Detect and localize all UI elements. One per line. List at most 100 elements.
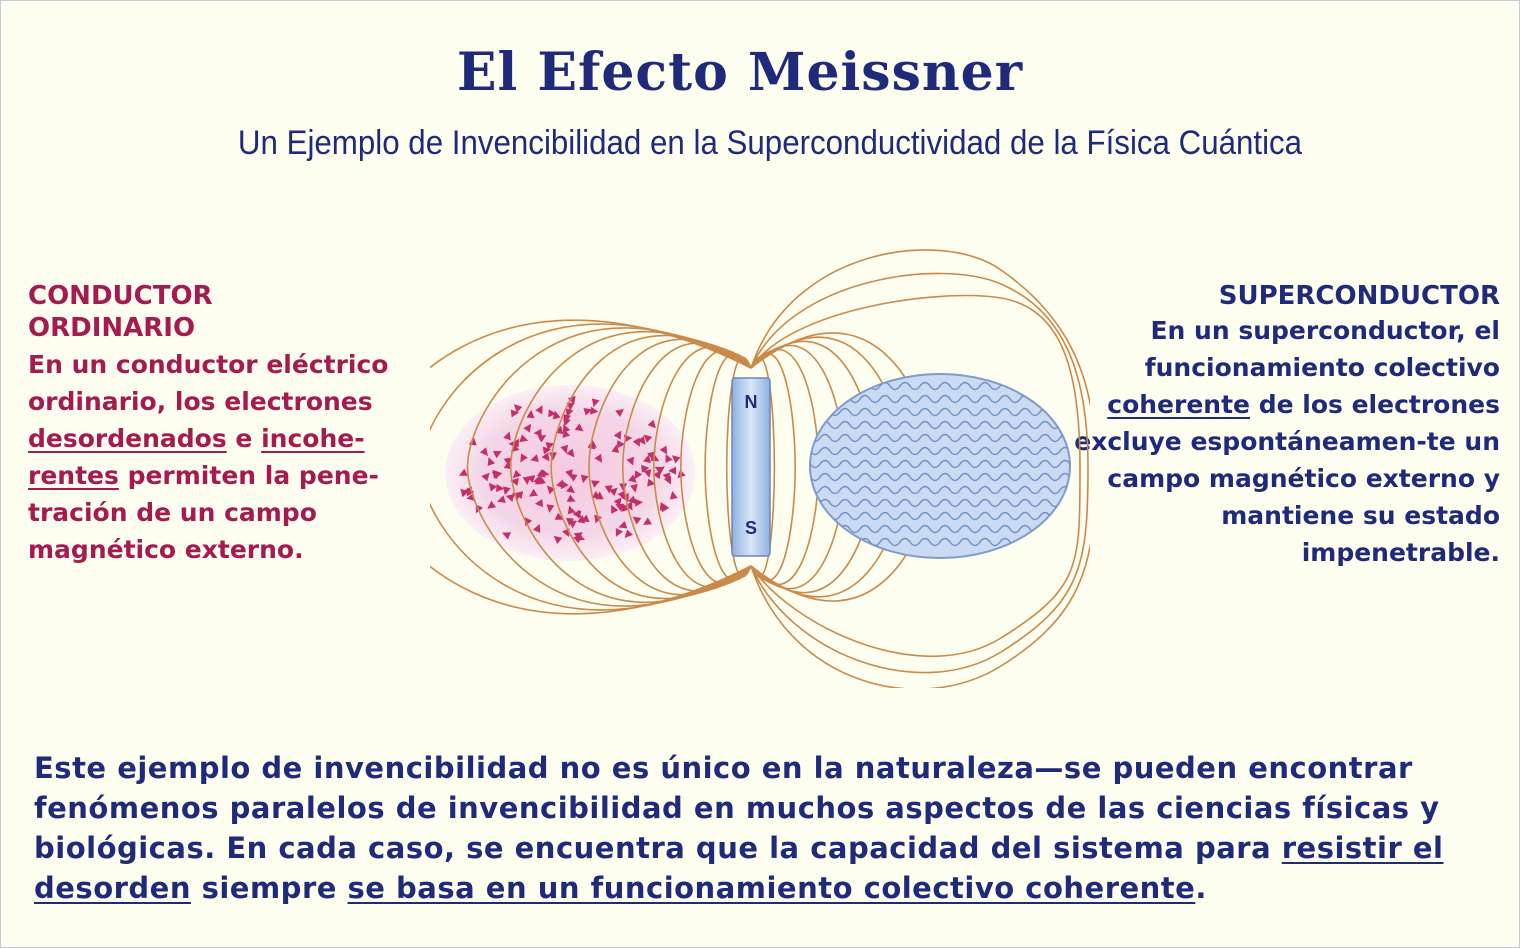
electron-mark [613,497,622,507]
electron-mark [548,452,557,461]
electron-mark [563,414,571,423]
electron-mark [523,423,532,433]
electron-mark [643,434,653,443]
field-line-left [679,349,752,585]
ordinary-text-part-3: permiten la pene-tración de un campo mag… [28,461,379,564]
electron-mark [655,466,665,475]
electron-mark [503,431,511,441]
underlined-disordered: desordenados [28,424,227,453]
electron-mark [591,398,600,408]
electron-mark [565,408,574,417]
electron-mark [577,514,586,524]
electron-mark [604,485,613,494]
electron-mark [563,424,571,434]
electron-mark [647,419,656,429]
electron-mark [546,485,556,495]
coherent-wave-line [810,485,1070,495]
electron-mark [545,442,555,450]
electron-mark [567,505,576,515]
superconductor-panel: SUPERCONDUCTOR En un superconductor, el … [1060,280,1500,571]
ordinary-text-part-2: e [226,424,262,453]
field-line-left [430,319,752,615]
coherent-wave-line [810,446,1070,456]
electron-mark [529,488,538,497]
electron-mark [643,454,651,464]
electron-mark [537,435,547,443]
field-line-left [466,327,752,607]
field-line-left [621,342,752,592]
electron-mark [634,470,643,480]
electron-mark [594,514,602,524]
conclusion-paragraph: Este ejemplo de invencibilidad no es úni… [34,748,1504,908]
electron-mark [663,475,672,485]
meissner-field-diagram: N S [430,249,1090,688]
ordinary-conductor-heading: CONDUCTOR ORDINARIO [28,281,213,343]
electron-mark [628,474,637,483]
electron-mark [460,488,469,498]
conclusion-part-2: siempre [191,871,348,905]
ordinary-conductor-text: En un conductor eléctrico ordinario, los… [28,346,448,568]
electron-mark [510,409,520,418]
electron-mark [554,512,564,520]
field-line-left [652,345,752,589]
underlined-coherent: coherente [1107,390,1251,419]
electron-mark [643,469,652,478]
electron-mark [594,453,603,463]
electron-mark [565,469,573,479]
superconductor-text: En un superconductor, el funcionamiento … [1060,312,1500,571]
electron-mark [566,485,575,494]
electron-mark [625,501,633,511]
electron-mark [624,529,633,539]
electron-mark [573,509,582,519]
field-line-right [750,356,776,578]
electron-mark [641,464,650,473]
electron-mark [520,453,528,463]
electron-mark [479,447,489,457]
ordinary-text-part-1: En un conductor eléctrico ordinario, los… [28,350,389,416]
underlined-coherent-function: se basa en un funcionamiento colectivo c… [347,871,1196,905]
electron-mark [637,435,646,445]
electron-mark [615,504,625,512]
electron-mark [565,517,574,527]
field-line-deflected [750,249,1090,688]
electron-mark [634,498,643,507]
magnet-south-label: S [745,518,757,538]
electron-mark [665,454,673,464]
electron-mark [566,448,575,458]
underlined-incoherent: incohe-rentes [28,424,365,490]
bar-magnet [731,377,771,557]
electron-mark [530,454,539,462]
electron-mark [535,405,543,415]
electron-mark [512,469,522,479]
coherent-wave-line [810,459,1070,469]
electron-mark [492,451,502,459]
coherent-wave-line [810,472,1070,482]
coherent-wave-line [810,498,1070,508]
electron-mark [487,500,497,509]
electron-mark [552,410,561,420]
page-title: El Efecto Meissner [456,42,1024,103]
electron-mark [488,482,497,492]
electron-mark [609,487,618,496]
electron-mark [526,409,535,419]
electron-mark [583,407,593,416]
electron-mark [505,494,515,502]
disordered-electrons [458,395,686,544]
conclusion-part-3: . [1195,871,1207,905]
electron-mark [502,532,512,540]
electron-mark [611,504,619,514]
field-line-left [430,323,752,611]
field-line-left [550,334,752,600]
electron-mark [519,434,529,443]
electron-mark [668,466,677,475]
electron-mark [626,456,634,466]
electron-mark [647,478,656,487]
electron-mark [503,460,512,470]
electron-mark [511,438,520,448]
field-line-deflected [750,294,1081,657]
electron-mark [566,494,576,502]
electron-mark [458,468,468,476]
page-subtitle: Un Ejemplo de Invencibilidad en la Super… [237,124,1303,162]
magnet-north-label: N [745,392,758,412]
electron-mark [618,520,628,529]
